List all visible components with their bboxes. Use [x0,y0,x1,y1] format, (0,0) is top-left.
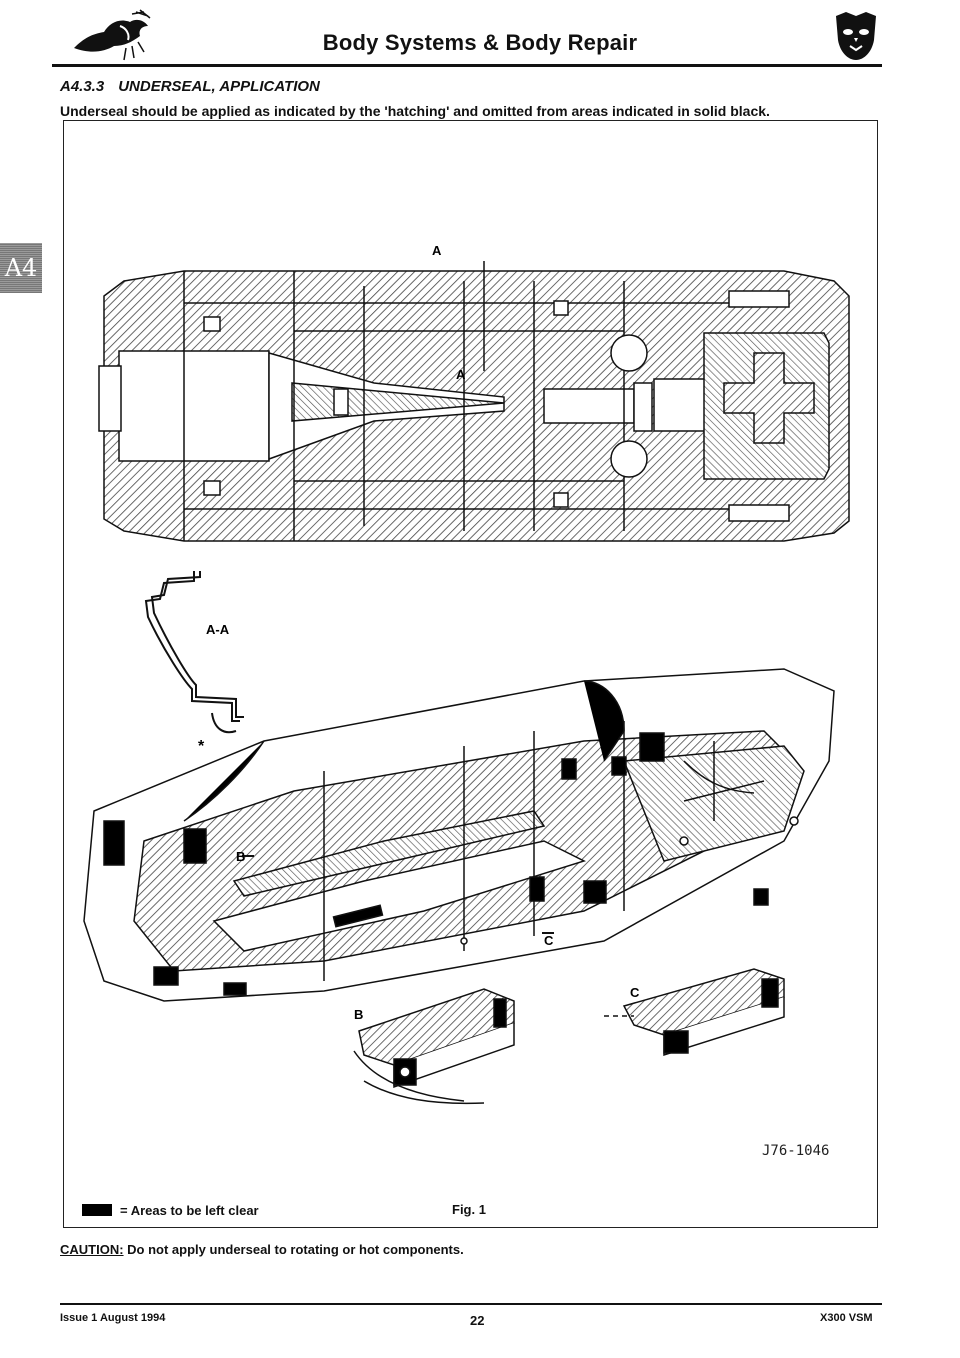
page-number: 22 [470,1313,485,1328]
callout-b-detail: B [354,1007,363,1022]
header-title: Body Systems & Body Repair [322,30,638,55]
asterisk-marker: * [198,738,205,755]
section-aa-label: A-A [206,622,230,637]
callout-c-main: C [544,933,554,948]
jaguar-growler-icon [836,12,876,60]
footer-divider [60,1303,882,1305]
caution-text: Do not apply underseal to rotating or ho… [127,1242,464,1257]
section-aa-profile [144,571,244,734]
callout-c-detail: C [630,985,640,1000]
figure-reference: J76-1046 [762,1143,830,1159]
footer-manual: X300 VSM [820,1312,873,1324]
section-heading: A4.3.3 UNDERSEAL, APPLICATION [60,78,320,95]
caution-label: CAUTION: [60,1242,124,1257]
section-tab: A4 [0,243,42,293]
figure-frame [63,120,878,1228]
section-title: UNDERSEAL, APPLICATION [118,78,320,95]
intro-paragraph: Underseal should be applied as indicated… [60,103,770,119]
callout-b-main: B [236,849,245,864]
footer-issue: Issue 1 August 1994 [60,1312,166,1324]
isometric-view [83,668,835,1002]
underbody-illustration: A A A-A * B C [83,243,850,1105]
callout-a-top: A [432,243,442,258]
section-number: A4.3.3 [60,78,105,95]
legend-text: = Areas to be left clear [120,1202,259,1218]
detail-b [353,988,515,1105]
plan-view [98,261,850,542]
callout-a-mid: A [456,367,466,382]
jaguar-leaper-icon [74,9,151,61]
figure-caption: Fig. 1 [452,1202,486,1217]
detail-c [604,968,785,1057]
legend-black-swatch [82,1204,112,1216]
caution-note: CAUTION: Do not apply underseal to rotat… [60,1242,464,1257]
figure-legend: = Areas to be left clear [82,1200,259,1220]
header-divider [52,64,882,67]
